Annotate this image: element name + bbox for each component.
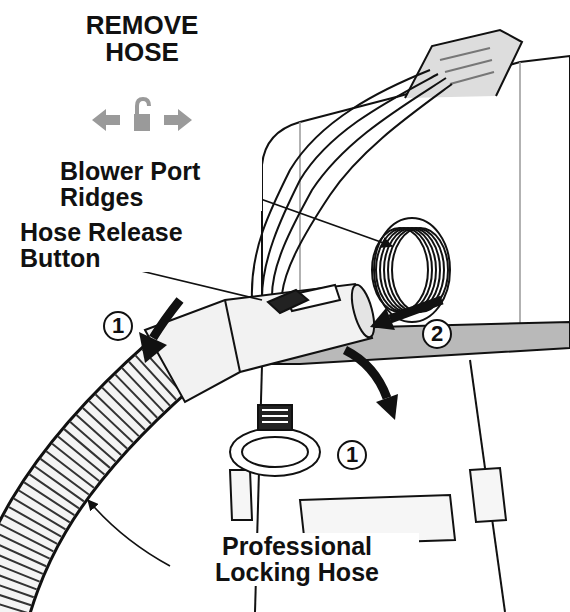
remove-icon — [92, 99, 192, 131]
illustration-part — [370, 308, 395, 330]
illustration-part — [390, 300, 442, 319]
illustration-part — [88, 500, 170, 566]
locking-hose — [0, 365, 170, 612]
illustration-part — [440, 48, 494, 84]
illustration-part — [164, 109, 192, 131]
illustration-part — [262, 410, 288, 422]
illustration-part — [345, 350, 387, 398]
illustration-part — [137, 99, 149, 114]
callout-number: 1 — [337, 442, 367, 468]
illustration-part — [470, 468, 506, 522]
part-label: Blower Port Ridges — [58, 158, 262, 211]
illustration-part — [258, 405, 292, 430]
illustration-part — [134, 114, 150, 131]
illustration-part — [268, 290, 308, 313]
illustration-part — [376, 394, 398, 420]
illustration-part — [470, 360, 505, 612]
illustration-part — [252, 70, 430, 300]
power-cord — [252, 70, 452, 300]
illustration-part — [230, 428, 320, 476]
callout-circle — [104, 312, 451, 469]
illustration-part — [145, 284, 372, 402]
illustration-part — [338, 441, 366, 469]
illustration-part — [282, 84, 452, 294]
illustration-part — [405, 30, 522, 98]
illustration-part — [242, 437, 308, 467]
callout-number: 1 — [103, 313, 133, 339]
illustration-part — [347, 283, 378, 340]
illustration-part — [262, 74, 438, 298]
illustration-part — [104, 312, 132, 340]
illustration-part — [272, 78, 446, 296]
action-arrow — [139, 300, 442, 420]
title: REMOVE HOSE — [72, 12, 212, 67]
part-label: Professional Locking Hose — [175, 533, 419, 586]
illustration-part — [0, 365, 170, 612]
callout-number: 2 — [422, 321, 452, 347]
illustration-part — [0, 365, 170, 612]
hose-clip — [230, 405, 320, 476]
illustration-part — [423, 320, 451, 348]
illustration-part — [153, 300, 180, 338]
illustration-part — [0, 365, 170, 612]
illustration-part — [92, 109, 120, 131]
blower-port — [372, 218, 450, 322]
illustration-part — [230, 470, 252, 520]
illustration-part — [225, 300, 240, 372]
part-label: Hose Release Button — [18, 219, 232, 272]
illustration-part — [139, 332, 167, 363]
